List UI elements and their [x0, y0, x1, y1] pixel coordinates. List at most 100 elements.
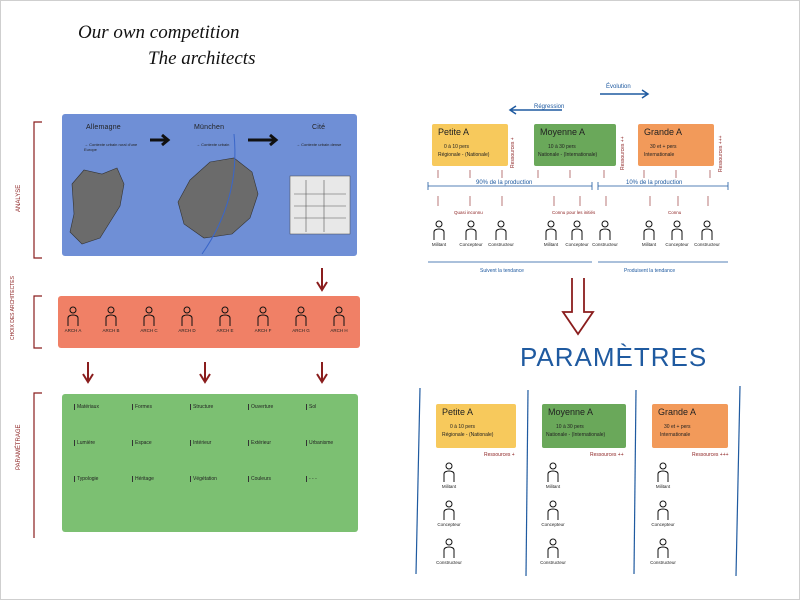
parameter-item: Végétation [190, 476, 217, 482]
bottom-box-grande-title: Grande A [658, 407, 697, 417]
left-brackets [33, 121, 42, 538]
bottom-box-petite [436, 404, 516, 448]
bottom-person-3-1 [656, 462, 670, 487]
person-icon [67, 306, 79, 326]
top-person-9 [700, 220, 714, 245]
top-box-moyenne [534, 124, 616, 166]
top-box-petite [432, 124, 508, 166]
bottom-person-3-1-label: Militant [655, 484, 671, 489]
top-person-9-label: Constructeur [694, 242, 720, 247]
analysis-title-2: München [194, 124, 225, 131]
architect-8 [332, 306, 346, 331]
big-down-arrow [561, 278, 595, 336]
down-arrows-left [82, 268, 328, 384]
regression-label: Régression [534, 104, 565, 110]
person-icon [433, 220, 445, 240]
top-person-1 [432, 220, 446, 245]
top-box-grande-line1: 30 et + pers [650, 144, 677, 150]
bottom-box-moyenne-res: Ressources ++ [590, 452, 624, 458]
top-box-petite-line2: Régionale - (Nationale) [438, 152, 490, 158]
bottom-person-2-3 [546, 538, 560, 563]
person-icon [657, 462, 669, 482]
bottom-box-petite-title: Petite A [442, 407, 474, 417]
bottom-person-1-3 [442, 538, 456, 563]
architect-6-label: ARCH F [254, 328, 272, 333]
bottom-box-moyenne-line1: 10 à 30 pers [556, 424, 584, 430]
follow-label: Suivent la tendance [480, 268, 524, 274]
top-person-4-label: Militant [543, 242, 559, 247]
top-box-petite-line1: 0 à 10 pers [444, 144, 470, 150]
bottom-box-grande-line2: Internationale [660, 432, 691, 438]
parameter-item: Couleurs [248, 476, 271, 482]
architect-5 [218, 306, 232, 331]
parameter-item: Matériaux [74, 404, 99, 410]
person-icon [257, 306, 269, 326]
bottom-person-2-1 [546, 462, 560, 487]
top-person-8-label: Concepteur [665, 242, 689, 247]
bottom-box-moyenne-line2: Nationale - (Internationale) [546, 432, 606, 438]
person-icon [181, 306, 193, 326]
bottom-box-grande [652, 404, 728, 448]
architect-1-label: ARCH A [64, 328, 82, 333]
architect-2-label: ARCH B [102, 328, 120, 333]
architect-7 [294, 306, 308, 331]
person-icon [547, 500, 559, 520]
architect-8-label: ARCH H [330, 328, 348, 333]
parametres-title: PARAMÈTRES [520, 342, 708, 372]
person-icon [643, 220, 655, 240]
analysis-maps [69, 133, 351, 255]
top-person-4 [544, 220, 558, 245]
analysis-title-3: Cité [312, 124, 326, 131]
pct90-label: 90% de la production [476, 180, 533, 186]
bottom-person-2-2 [546, 500, 560, 525]
bottom-box-grande-res: Ressources +++ [692, 452, 729, 458]
person-icon [143, 306, 155, 326]
bottom-box-petite-line1: 0 à 10 pers [450, 424, 476, 430]
bottom-person-2-1-label: Militant [545, 484, 561, 489]
person-icon [671, 220, 683, 240]
top-person-3 [494, 220, 508, 245]
parameter-item: Extérieur [248, 440, 271, 446]
architect-4 [180, 306, 194, 331]
famous-label: Connu [668, 210, 682, 215]
top-person-3-label: Constructeur [488, 242, 514, 247]
parameter-item: - - - [306, 476, 317, 482]
top-person-2 [464, 220, 478, 245]
bottom-person-1-2-label: Concepteur [437, 522, 461, 527]
top-person-5-label: Concepteur [565, 242, 589, 247]
bottom-person-3-3-label: Constructeur [650, 560, 676, 565]
top-box-moyenne-title: Moyenne A [540, 127, 586, 137]
person-icon [465, 220, 477, 240]
top-box-grande-title: Grande A [644, 127, 683, 137]
top-person-6 [598, 220, 612, 245]
known-label: Connu pour les initiés [552, 210, 596, 215]
person-icon [333, 306, 345, 326]
parameter-item: Intérieur [190, 440, 211, 446]
evolution-arrows [508, 89, 650, 115]
bottom-person-2-3-label: Constructeur [540, 560, 566, 565]
top-box-grande-line2: Internationale [644, 152, 675, 158]
parameter-item: Formes [132, 404, 152, 410]
bottom-person-3-2-label: Concepteur [651, 522, 675, 527]
bottom-person-1-1 [442, 462, 456, 487]
title-line-1: Our own competition [78, 22, 240, 43]
parameter-item: Typologie [74, 476, 98, 482]
percent-lines [427, 170, 729, 263]
person-icon [547, 462, 559, 482]
pct10-label: 10% de la production [626, 180, 683, 186]
architect-4-label: ARCH D [178, 328, 196, 333]
person-icon [105, 306, 117, 326]
top-box-moyenne-line1: 10 à 30 pers [548, 144, 576, 150]
bottom-box-petite-line2: Régionale - (Nationale) [442, 432, 494, 438]
person-icon [545, 220, 557, 240]
bottom-person-1-1-label: Militant [441, 484, 457, 489]
parameter-item: Urbanisme [306, 440, 333, 446]
top-person-6-label: Constructeur [592, 242, 618, 247]
parameter-item: Espace [132, 440, 152, 446]
person-icon [547, 538, 559, 558]
top-box-petite-title: Petite A [438, 127, 470, 137]
top-person-1-label: Militant [431, 242, 447, 247]
top-person-8 [670, 220, 684, 245]
analysis-note-2: → Contexte urbain [196, 142, 230, 147]
bottom-box-petite-res: Ressources + [484, 452, 515, 458]
